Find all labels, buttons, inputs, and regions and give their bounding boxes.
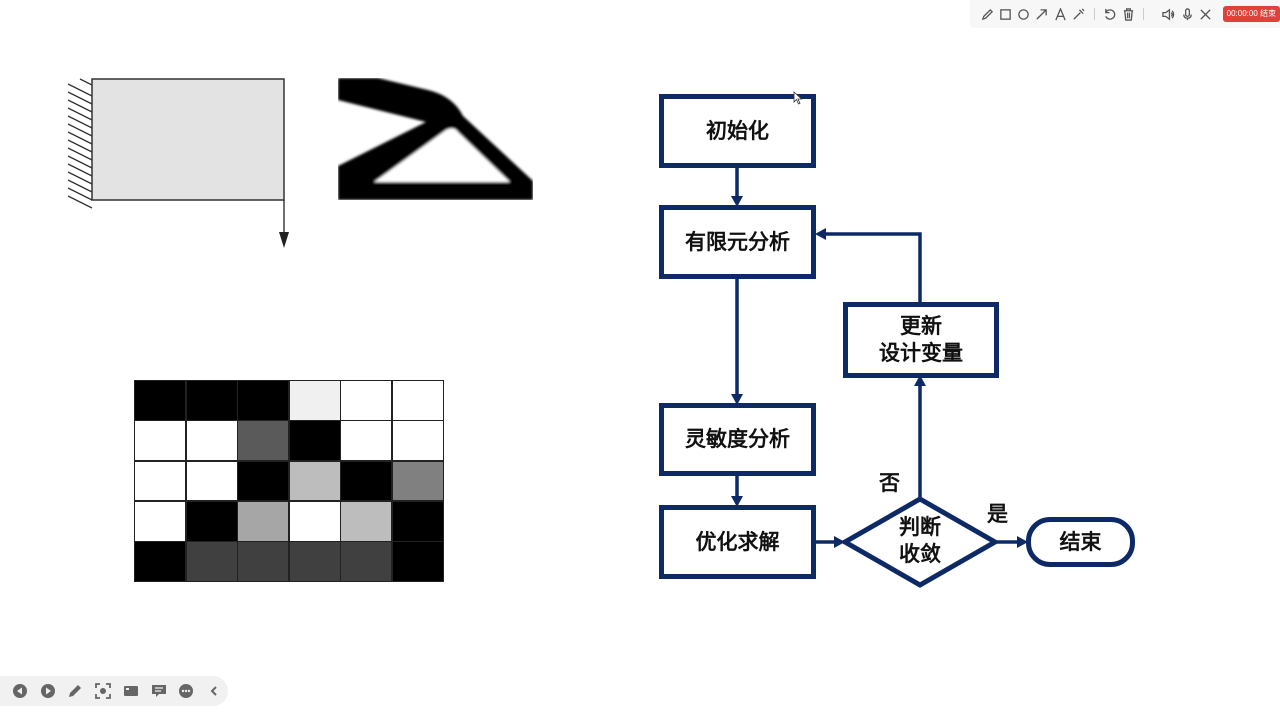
density-cell [392, 421, 443, 461]
density-cell [341, 421, 392, 461]
density-cell [289, 381, 340, 420]
microphone-button[interactable] [1178, 4, 1196, 24]
density-cell [238, 461, 289, 501]
speaker-button[interactable] [1160, 4, 1178, 24]
comment-button[interactable] [145, 679, 173, 703]
more-button[interactable] [173, 679, 201, 703]
rectangle-tool-button[interactable] [996, 4, 1014, 24]
label-no: 否 [879, 471, 900, 495]
mouse-cursor-icon [793, 91, 803, 105]
node-sensitivity-label: 灵敏度分析 [685, 427, 790, 451]
chevron-left-icon [210, 686, 217, 696]
laser-tool-button[interactable] [1069, 4, 1087, 24]
camera-button[interactable] [117, 679, 145, 703]
density-cell [238, 542, 289, 581]
toolbar-divider [1093, 8, 1095, 20]
screenshot-button[interactable] [89, 679, 117, 703]
presentation-toolbar [0, 676, 228, 706]
density-cell [392, 381, 443, 420]
pen-icon [69, 685, 82, 697]
node-fea-label: 有限元分析 [685, 229, 790, 254]
node-converge-label-1: 判断 [899, 515, 941, 539]
rectangle-icon [1000, 8, 1011, 20]
fixed-support-hatch [67, 78, 93, 209]
close-icon [1200, 8, 1211, 20]
more-icon [179, 684, 194, 698]
density-cell [289, 542, 340, 581]
density-cell [135, 542, 186, 581]
density-cell [186, 381, 237, 420]
pen-button[interactable] [62, 679, 90, 703]
magic-wand-icon [1073, 7, 1085, 20]
next-icon [40, 684, 55, 698]
speaker-icon [1162, 8, 1175, 20]
node-update: 更新 设计变量 [843, 302, 999, 378]
arrow-tool-button[interactable] [1033, 4, 1051, 24]
density-cell [135, 381, 186, 420]
prev-icon [12, 684, 27, 698]
node-solve: 优化求解 [659, 505, 816, 579]
node-end-label: 结束 [1059, 529, 1102, 554]
load-arrow [279, 232, 289, 248]
density-cell [135, 501, 186, 541]
density-cell [186, 501, 237, 541]
camera-icon [123, 686, 138, 696]
density-cell [289, 421, 340, 461]
toolbar-divider [1143, 8, 1145, 20]
density-cell [135, 421, 186, 461]
text-icon [1055, 7, 1066, 20]
density-cell [341, 542, 392, 581]
record-timer-button[interactable]: 00:00:00 结束 [1222, 6, 1280, 22]
node-end: 结束 [1026, 517, 1135, 567]
node-update-label-2: 设计变量 [879, 341, 963, 365]
circle-icon [1018, 8, 1029, 20]
topology-result-image [338, 78, 533, 200]
density-cell [289, 501, 340, 541]
previous-button[interactable] [6, 679, 34, 703]
density-cell [392, 542, 443, 581]
node-init-label: 初始化 [706, 118, 769, 143]
label-yes: 是 [987, 502, 1008, 526]
node-solve-label: 优化求解 [695, 529, 780, 554]
pen-tool-button[interactable] [978, 4, 996, 24]
undo-button[interactable] [1101, 4, 1119, 24]
density-grid [134, 380, 444, 582]
node-converge: 判断 收敛 [880, 514, 960, 568]
density-cell [238, 501, 289, 541]
density-cell [341, 461, 392, 501]
density-cell [392, 501, 443, 541]
density-cell [341, 501, 392, 541]
density-cell [186, 421, 237, 461]
next-button[interactable] [34, 679, 62, 703]
node-fea: 有限元分析 [659, 205, 816, 279]
density-cell [392, 461, 443, 501]
pencil-icon [981, 8, 993, 20]
collapse-toolbar-button[interactable] [200, 679, 228, 703]
close-button[interactable] [1196, 4, 1214, 24]
microphone-icon [1182, 7, 1192, 20]
density-cell [238, 421, 289, 461]
density-cell [186, 542, 237, 581]
screenshot-icon [95, 683, 112, 699]
node-update-label-1: 更新 [900, 314, 942, 338]
text-tool-button[interactable] [1051, 4, 1069, 24]
node-sensitivity: 灵敏度分析 [659, 403, 816, 476]
cantilever-beam-diagram [67, 78, 289, 248]
undo-icon [1105, 8, 1116, 20]
circle-tool-button[interactable] [1015, 4, 1033, 24]
node-init: 初始化 [659, 94, 816, 168]
clear-button[interactable] [1119, 4, 1137, 24]
density-cell [135, 461, 186, 501]
density-cell [289, 461, 340, 501]
density-cell [186, 461, 237, 501]
trash-icon [1123, 7, 1133, 21]
arrow-icon [1036, 8, 1048, 20]
comment-icon [151, 685, 166, 697]
density-cell [238, 381, 289, 420]
node-converge-label-2: 收敛 [899, 542, 941, 566]
beam-domain [91, 78, 285, 201]
density-cell [341, 381, 392, 420]
annotation-toolbar: 00:00:00 结束 [970, 0, 1280, 28]
